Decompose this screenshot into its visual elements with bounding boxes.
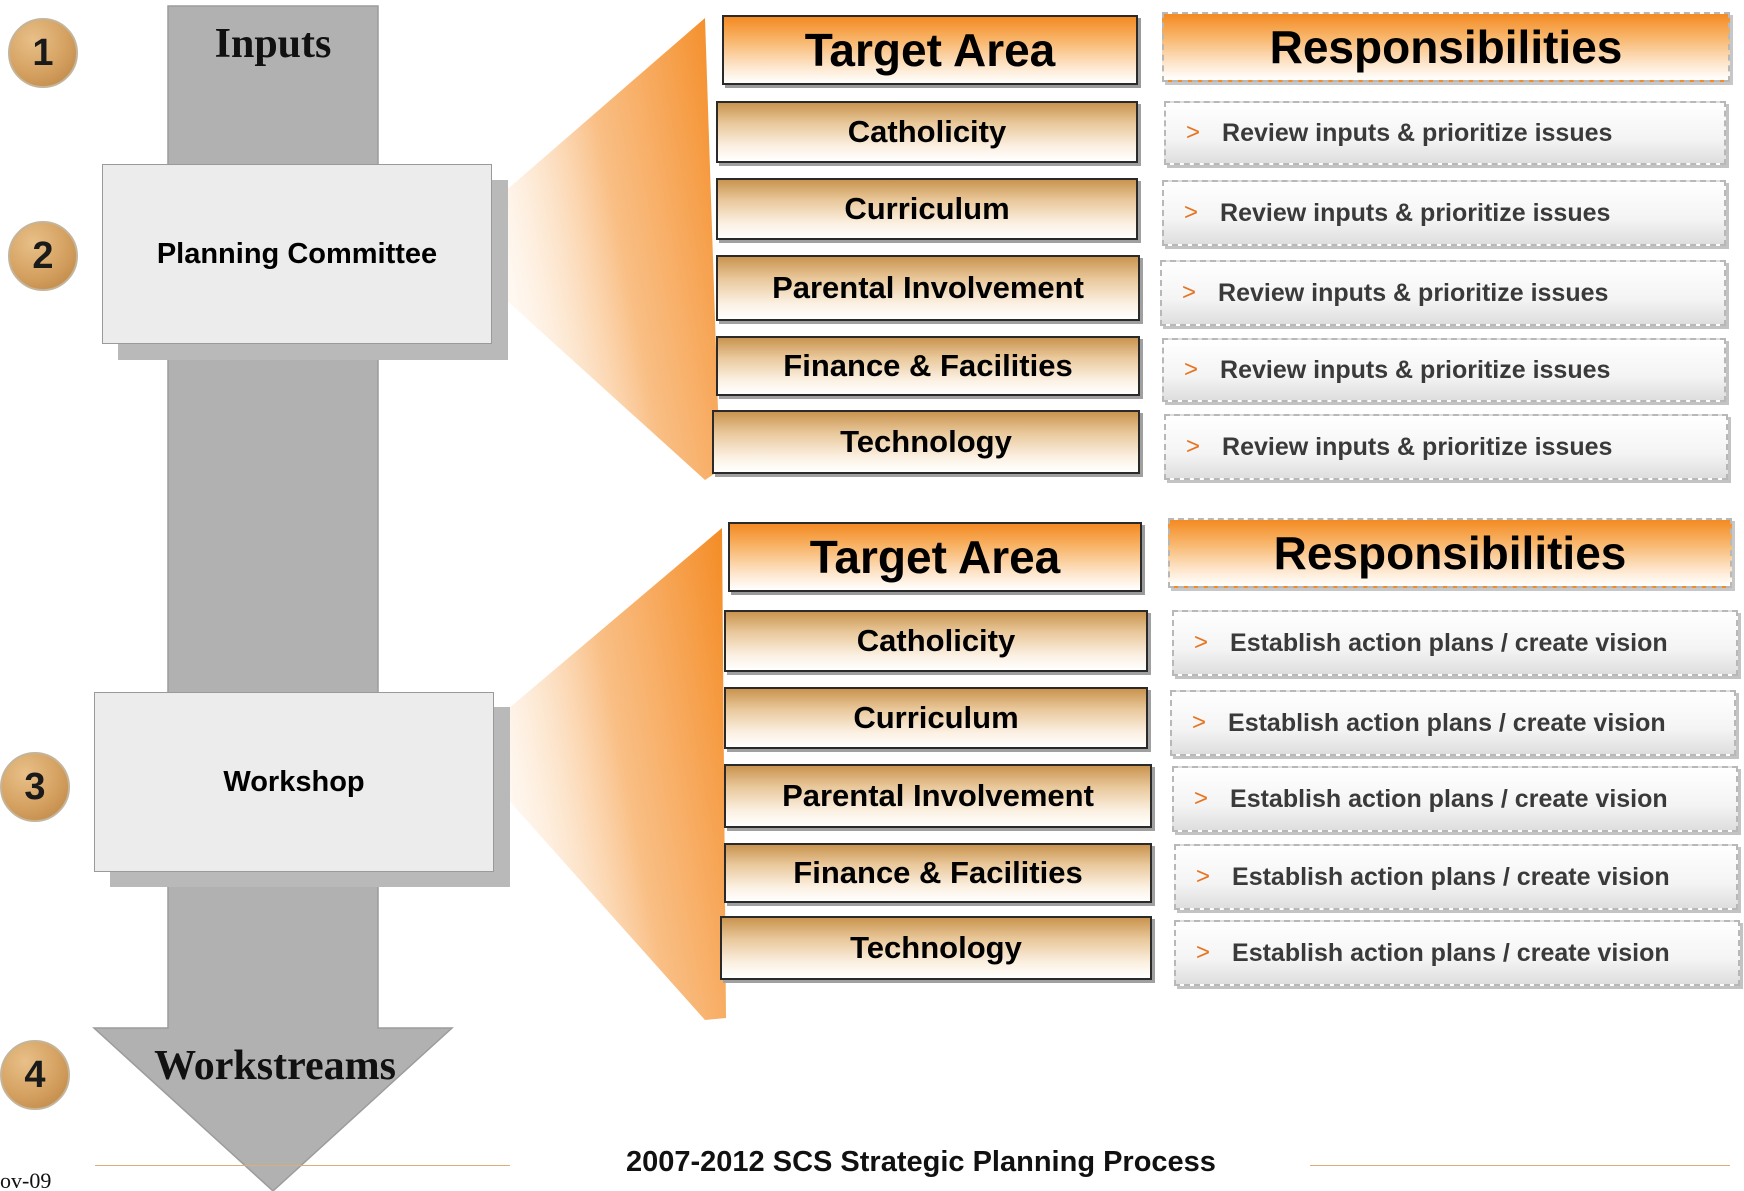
table2-resp-row-2: > Establish action plans / create vision xyxy=(1170,690,1736,756)
table1-resp-row-1: > Review inputs & prioritize issues xyxy=(1164,101,1726,165)
chevron-right-icon: > xyxy=(1192,709,1207,736)
callout-wedge-planning xyxy=(495,18,720,480)
planning-committee-box: Planning Committee xyxy=(102,164,492,344)
callout-wedge-workshop xyxy=(495,528,726,1020)
chevron-right-icon: > xyxy=(1194,629,1209,656)
table2-responsibilities-header: Responsibilities xyxy=(1168,518,1732,588)
chevron-right-icon: > xyxy=(1184,356,1199,383)
chevron-right-icon: > xyxy=(1196,939,1211,966)
table2-resp-row-4: > Establish action plans / create vision xyxy=(1174,844,1738,910)
table1-responsibilities-header: Responsibilities xyxy=(1162,12,1730,82)
resp-text: Review inputs & prioritize issues xyxy=(1222,432,1613,461)
table1-target-parental-involvement: Parental Involvement xyxy=(716,255,1140,321)
table1-resp-row-5: > Review inputs & prioritize issues xyxy=(1164,414,1728,480)
step-2-badge: 2 xyxy=(8,221,78,291)
step-4-badge: 4 xyxy=(0,1040,70,1110)
table1-target-finance-facilities: Finance & Facilities xyxy=(716,336,1140,396)
step-1-badge: 1 xyxy=(8,18,78,88)
table1-target-area-header: Target Area xyxy=(722,15,1138,85)
workshop-box: Workshop xyxy=(94,692,494,872)
table2-target-technology: Technology xyxy=(720,916,1152,980)
table1-target-curriculum: Curriculum xyxy=(716,178,1138,240)
chevron-right-icon: > xyxy=(1182,279,1197,306)
table2-target-finance-facilities: Finance & Facilities xyxy=(724,843,1152,903)
resp-text: Review inputs & prioritize issues xyxy=(1220,198,1611,227)
chevron-right-icon: > xyxy=(1186,119,1201,146)
resp-text: Establish action plans / create vision xyxy=(1232,938,1670,967)
table2-target-curriculum: Curriculum xyxy=(724,687,1148,749)
resp-text: Review inputs & prioritize issues xyxy=(1220,355,1611,384)
chevron-right-icon: > xyxy=(1186,433,1201,460)
table1-target-catholicity: Catholicity xyxy=(716,101,1138,163)
step-3-badge: 3 xyxy=(0,752,70,822)
workstreams-label: Workstreams xyxy=(154,1043,396,1089)
chevron-right-icon: > xyxy=(1184,199,1199,226)
resp-text: Establish action plans / create vision xyxy=(1230,628,1668,657)
footer-rule-left xyxy=(95,1165,510,1166)
resp-text: Establish action plans / create vision xyxy=(1228,708,1666,737)
table1-target-technology: Technology xyxy=(712,410,1140,474)
table2-target-parental-involvement: Parental Involvement xyxy=(724,764,1152,828)
table2-target-catholicity: Catholicity xyxy=(724,610,1148,672)
table2-resp-row-5: > Establish action plans / create vision xyxy=(1174,920,1740,986)
footer-date: ov-09 xyxy=(0,1168,52,1191)
resp-text: Establish action plans / create vision xyxy=(1232,862,1670,891)
chevron-right-icon: > xyxy=(1196,863,1211,890)
resp-text: Establish action plans / create vision xyxy=(1230,784,1668,813)
table2-resp-row-3: > Establish action plans / create vision xyxy=(1172,766,1738,832)
table2-target-area-header: Target Area xyxy=(728,522,1142,592)
footer-title: 2007-2012 SCS Strategic Planning Process xyxy=(626,1146,1216,1178)
chevron-right-icon: > xyxy=(1194,785,1209,812)
resp-text: Review inputs & prioritize issues xyxy=(1218,278,1609,307)
footer-rule-right xyxy=(1310,1165,1730,1166)
resp-text: Review inputs & prioritize issues xyxy=(1222,118,1613,147)
table1-resp-row-2: > Review inputs & prioritize issues xyxy=(1162,180,1726,246)
table2-resp-row-1: > Establish action plans / create vision xyxy=(1172,610,1738,676)
table1-resp-row-4: > Review inputs & prioritize issues xyxy=(1162,338,1726,402)
table1-resp-row-3: > Review inputs & prioritize issues xyxy=(1160,260,1726,326)
inputs-label: Inputs xyxy=(214,21,332,67)
